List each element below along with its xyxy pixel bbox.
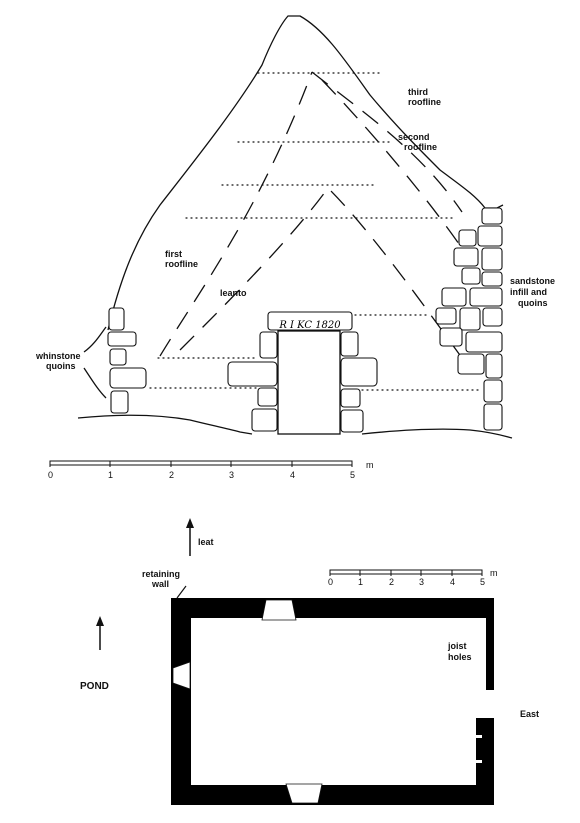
first-roofline-label-1: first [165,249,182,259]
whinstone-label-1: whinstone [35,351,81,361]
retaining-wall-label-1: retaining [142,569,180,579]
second-roofline-label-2: roofline [404,142,437,152]
elev-unit: m [366,460,374,470]
joist-holes [476,620,482,763]
third-roofline-line [311,71,463,213]
pond-arrow [96,616,104,650]
third-roofline-label-1: third [408,87,428,97]
west-window [172,661,191,690]
plan-scale-bar: 0 1 2 3 4 5 m [328,568,498,587]
sandstone-label-3: quoins [518,298,548,308]
dotted-courses [149,72,481,391]
joist-holes-label-2: holes [448,652,472,662]
sandstone-label-2: infill and [510,287,547,297]
elev-tick-4: 4 [290,470,295,480]
lintel-stone [267,311,353,331]
north-window [261,599,297,621]
whinstone-label-2: quoins [46,361,76,371]
roofline-dashes [159,71,471,359]
elev-tick-5: 5 [350,470,355,480]
plan-unit: m [490,568,498,578]
gable-outline [107,15,504,331]
gable-elevation: R I KC 1820 [35,15,555,480]
plan-tick-5: 5 [480,577,485,587]
second-roofline-line [321,79,471,261]
elev-tick-0: 0 [48,470,53,480]
elevation-scale-bar: 0 1 2 3 4 5 m [48,460,374,480]
second-roofline-label-1: second [398,132,430,142]
east-doorway [476,690,494,718]
leat-arrow [186,518,194,556]
ground-line [77,414,513,439]
retaining-wall-label-2: wall [151,579,169,589]
door-jamb-right [340,331,378,433]
third-roofline-label-2: roofline [408,97,441,107]
south-window [285,783,323,804]
whinstone-arrow-1 [83,326,107,353]
retaining-wall-line [176,585,187,599]
plan-tick-2: 2 [389,577,394,587]
leat-label: leat [198,537,214,547]
plan-tick-3: 3 [419,577,424,587]
doorway-opening [277,330,341,435]
sandstone-infill [435,207,503,431]
leanto-line [179,187,463,359]
pond-label: POND [80,681,109,692]
plan-tick-1: 1 [358,577,363,587]
whinstone-quoins [107,307,147,414]
east-label: East [520,709,539,719]
leanto-label: leanto [220,288,247,298]
elev-tick-3: 3 [229,470,234,480]
plan-tick-4: 4 [450,577,455,587]
lintel-inscription: R I KC 1820 [278,320,341,331]
first-roofline-line [159,71,313,357]
whinstone-arrow-2 [83,367,107,399]
joist-holes-label-1: joist [447,641,467,651]
plan-walls [171,598,494,805]
first-roofline-label-2: roofline [165,259,198,269]
door-jamb-left [227,331,278,432]
elev-tick-2: 2 [169,470,174,480]
ground-plan: leat retaining wall POND joist holes Eas… [80,518,539,805]
sandstone-label-1: sandstone [510,276,555,286]
elev-tick-1: 1 [108,470,113,480]
plan-tick-0: 0 [328,577,333,587]
